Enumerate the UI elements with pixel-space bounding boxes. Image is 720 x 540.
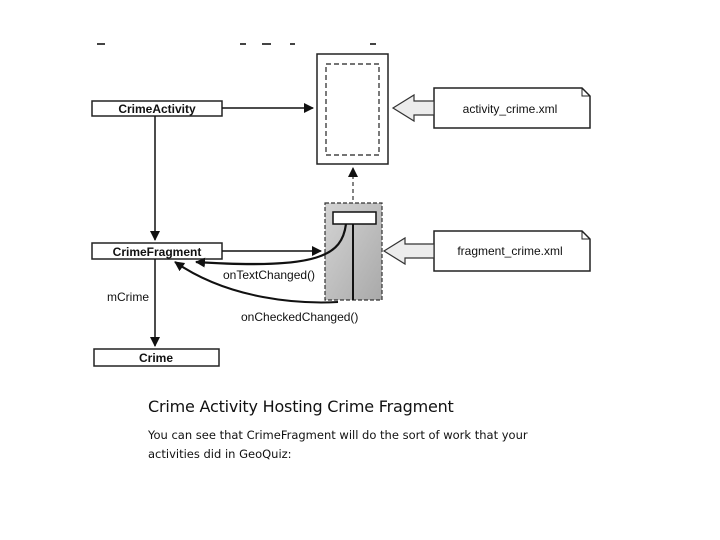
crime-label: Crime xyxy=(139,351,173,365)
m-crime-label: mCrime xyxy=(107,290,149,304)
crime-fragment-box: CrimeFragment xyxy=(91,242,223,260)
activity-layout-file: activity_crime.xml xyxy=(433,87,591,129)
fragment-layout-file: fragment_crime.xml xyxy=(433,230,591,272)
crime-box: Crime xyxy=(93,348,220,367)
on-text-changed-label: onTextChanged() xyxy=(223,268,315,282)
checked-changed-callback-curve xyxy=(174,261,339,304)
text-changed-callback-curve xyxy=(195,223,348,268)
fragment-placeholder xyxy=(325,63,380,156)
architecture-diagram: CrimeActivity CrimeFragment Crime mCrime… xyxy=(91,43,591,367)
cropped-top-artifact xyxy=(97,43,376,45)
crime-activity-box: CrimeActivity xyxy=(91,100,223,117)
fragment-layout-file-label: fragment_crime.xml xyxy=(457,244,562,258)
fragment-edit-text xyxy=(332,211,377,225)
activity-layout-file-label: activity_crime.xml xyxy=(463,102,558,116)
on-checked-changed-label: onCheckedChanged() xyxy=(241,310,358,324)
caption: Crime Activity Hosting Crime Fragment Yo… xyxy=(148,397,568,464)
caption-title: Crime Activity Hosting Crime Fragment xyxy=(148,397,454,416)
activity-screen xyxy=(316,53,389,165)
activity-inflate-arrow xyxy=(391,93,435,123)
crime-activity-label: CrimeActivity xyxy=(118,102,196,116)
crime-fragment-label: CrimeFragment xyxy=(113,245,202,259)
fragment-inflate-arrow xyxy=(382,236,435,266)
caption-body: You can see that CrimeFragment will do t… xyxy=(148,428,528,461)
